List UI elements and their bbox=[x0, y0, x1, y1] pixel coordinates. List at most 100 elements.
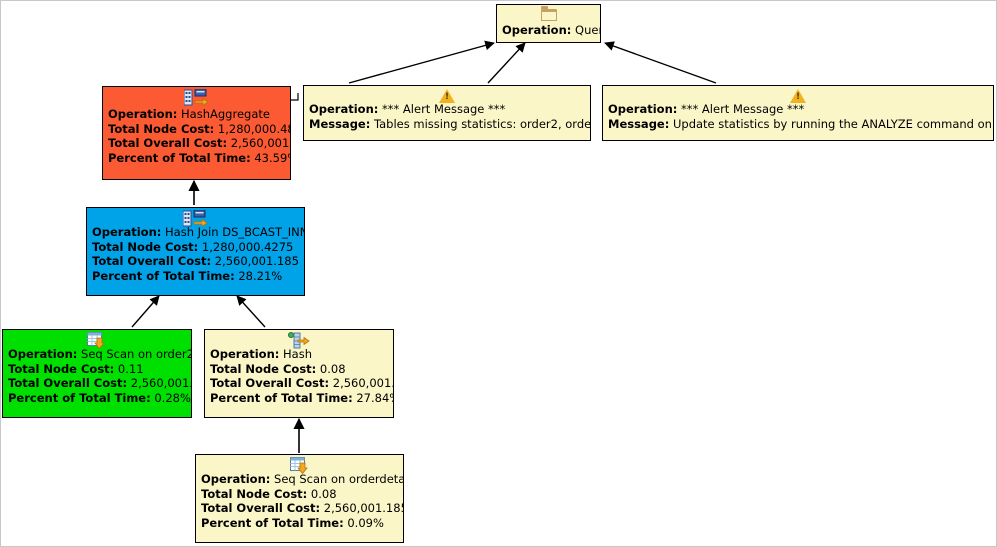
node-hash-aggregate-node-cost-row: Total Node Cost: 1,280,000.4875 bbox=[108, 122, 290, 137]
node-seq-scan-order2-icon-row bbox=[3, 330, 191, 350]
node-seq-scan-orderdetails1-percent-row: Percent of Total Time: 0.09% bbox=[201, 516, 398, 531]
edge-seqscan-order2-to-hashjoin bbox=[131, 295, 160, 328]
label-total-overall-cost: Total Overall Cost: bbox=[210, 376, 330, 390]
node-seq-scan-order2-percent-value: 0.28% bbox=[154, 390, 191, 405]
node-hash-join-operation-value: Hash Join DS_BCAST_INNER bbox=[165, 225, 304, 239]
label-total-node-cost: Total Node Cost: bbox=[8, 361, 115, 376]
node-hash-aggregate[interactable]: Operation: HashAggregate Total Node Cost… bbox=[102, 86, 291, 180]
node-seq-scan-orderdetails1-percent-value: 0.09% bbox=[347, 515, 384, 530]
label-total-node-cost: Total Node Cost: bbox=[201, 486, 308, 501]
edge-hash-to-hashjoin bbox=[236, 295, 266, 328]
node-hash-join-operation-row: Operation: Hash Join DS_BCAST_INNER bbox=[92, 225, 304, 240]
node-hash-join-overall-cost-row: Total Overall Cost: 2,560,001.185 bbox=[92, 254, 299, 269]
node-seq-scan-order2-overall-cost-row: Total Overall Cost: 2,560,001.185 bbox=[8, 376, 191, 391]
node-hash-join-percent-value: 28.21% bbox=[238, 268, 283, 283]
hash-icon bbox=[288, 332, 310, 350]
node-hash-join[interactable]: Operation: Hash Join DS_BCAST_INNER Tota… bbox=[86, 207, 305, 296]
node-hash-overall-cost-value: 2,560,001.185 bbox=[332, 376, 393, 390]
node-hash-join-overall-cost-value: 2,560,001.185 bbox=[214, 254, 299, 268]
label-operation: Operation: bbox=[502, 23, 572, 37]
node-alert-1-rows: Operation: *** Alert Message *** Message… bbox=[304, 102, 590, 135]
node-hash-aggregate-percent-value: 43.59% bbox=[254, 150, 290, 165]
node-seq-scan-order2-node-cost-row: Total Node Cost: 0.11 bbox=[8, 362, 186, 377]
node-alert-1-operation-value: *** Alert Message *** bbox=[382, 102, 506, 116]
table-scan-icon bbox=[87, 332, 107, 350]
node-hash-aggregate-overall-cost-value: 2,560,001.185 bbox=[230, 136, 290, 150]
label-total-overall-cost: Total Overall Cost: bbox=[201, 501, 321, 515]
node-query-icon-row bbox=[497, 5, 600, 23]
label-percent-of-total-time: Percent of Total Time: bbox=[210, 390, 353, 405]
label-operation: Operation: bbox=[108, 107, 178, 121]
label-percent-of-total-time: Percent of Total Time: bbox=[92, 268, 235, 283]
node-hash-node-cost-row: Total Node Cost: 0.08 bbox=[210, 362, 388, 377]
folder-icon bbox=[540, 6, 557, 21]
node-seq-scan-orderdetails1-rows: Operation: Seq Scan on orderdetails1 od … bbox=[196, 472, 403, 534]
table-scan-icon bbox=[289, 457, 310, 475]
edge-alert2-to-query-right bbox=[604, 41, 717, 84]
node-alert-2-icon-row bbox=[603, 86, 993, 103]
node-seq-scan-orderdetails1-overall-cost-value: 2,560,001.185 bbox=[323, 501, 404, 515]
node-hash-icon-row bbox=[205, 330, 393, 350]
node-hash-node-cost-value: 0.08 bbox=[319, 361, 346, 376]
edge-alert1-to-query-left bbox=[348, 40, 495, 84]
node-alert-1-icon-row bbox=[304, 86, 590, 103]
node-hash-join-node-cost-value: 1,280,000.4275 bbox=[201, 239, 294, 254]
node-seq-scan-orderdetails1-overall-cost-row: Total Overall Cost: 2,560,001.185 bbox=[201, 501, 403, 516]
label-percent-of-total-time: Percent of Total Time: bbox=[8, 390, 151, 405]
node-seq-scan-order2-percent-row: Percent of Total Time: 0.28% bbox=[8, 390, 191, 406]
warning-icon bbox=[790, 89, 806, 103]
node-alert-1-message-value: Tables missing statistics: order2, order… bbox=[373, 116, 591, 131]
label-total-overall-cost: Total Overall Cost: bbox=[92, 254, 212, 268]
node-alert-2-message-value: Update statistics by running the ANALYZE… bbox=[672, 116, 993, 131]
node-seq-scan-order2[interactable]: Operation: Seq Scan on order2 o Total No… bbox=[2, 329, 192, 418]
node-hash[interactable]: Operation: Hash Total Node Cost: 0.08 To… bbox=[204, 329, 394, 418]
label-message: Message: bbox=[608, 116, 670, 131]
node-alert-1[interactable]: Operation: *** Alert Message *** Message… bbox=[303, 85, 591, 141]
node-alert-2-operation-row: Operation: *** Alert Message *** bbox=[608, 102, 988, 117]
label-total-node-cost: Total Node Cost: bbox=[92, 239, 199, 254]
hash-join-icon bbox=[182, 210, 209, 228]
node-hash-operation-row: Operation: Hash bbox=[210, 347, 388, 362]
node-seq-scan-orderdetails1-operation-value: Seq Scan on orderdetails1 od bbox=[274, 472, 404, 486]
label-operation: Operation: bbox=[92, 225, 162, 239]
node-seq-scan-orderdetails1-icon-row bbox=[196, 455, 403, 475]
node-alert-2[interactable]: Operation: *** Alert Message *** Message… bbox=[602, 85, 994, 141]
node-hash-operation-value: Hash bbox=[283, 347, 313, 361]
node-alert-2-rows: Operation: *** Alert Message *** Message… bbox=[603, 102, 993, 135]
label-operation: Operation: bbox=[309, 102, 379, 116]
node-hash-aggregate-operation-row: Operation: HashAggregate bbox=[108, 107, 285, 122]
label-total-overall-cost: Total Overall Cost: bbox=[8, 376, 128, 390]
node-alert-2-message-row: Message: Update statistics by running th… bbox=[608, 116, 993, 132]
node-query[interactable]: Operation: Query bbox=[496, 4, 601, 43]
node-hash-aggregate-percent-row: Percent of Total Time: 43.59% bbox=[108, 150, 290, 166]
node-hash-aggregate-node-cost-value: 1,280,000.4875 bbox=[217, 121, 290, 136]
node-hash-join-percent-row: Percent of Total Time: 28.21% bbox=[92, 269, 299, 284]
node-hash-rows: Operation: Hash Total Node Cost: 0.08 To… bbox=[205, 347, 393, 409]
label-total-node-cost: Total Node Cost: bbox=[210, 361, 317, 376]
node-seq-scan-order2-overall-cost-value: 2,560,001.185 bbox=[130, 376, 191, 390]
node-hash-join-node-cost-row: Total Node Cost: 1,280,000.4275 bbox=[92, 240, 299, 255]
node-alert-1-operation-row: Operation: *** Alert Message *** bbox=[309, 102, 585, 117]
edge-alert1-to-query-center bbox=[487, 42, 526, 84]
node-query-rows: Operation: Query bbox=[497, 23, 600, 42]
node-hash-overall-cost-row: Total Overall Cost: 2,560,001.185 bbox=[210, 376, 393, 391]
node-seq-scan-order2-node-cost-value: 0.11 bbox=[117, 361, 144, 376]
node-hash-percent-row: Percent of Total Time: 27.84% bbox=[210, 390, 393, 406]
node-seq-scan-order2-operation-value: Seq Scan on order2 o bbox=[81, 347, 192, 361]
edge-hashaggregate-to-alert1 bbox=[291, 93, 299, 101]
label-operation: Operation: bbox=[201, 472, 271, 486]
node-seq-scan-orderdetails1-node-cost-row: Total Node Cost: 0.08 bbox=[201, 487, 398, 502]
label-operation: Operation: bbox=[608, 102, 678, 116]
node-alert-2-operation-value: *** Alert Message *** bbox=[681, 102, 805, 116]
node-hash-aggregate-operation-value: HashAggregate bbox=[181, 107, 270, 121]
label-percent-of-total-time: Percent of Total Time: bbox=[108, 150, 251, 165]
label-total-overall-cost: Total Overall Cost: bbox=[108, 136, 228, 150]
label-percent-of-total-time: Percent of Total Time: bbox=[201, 515, 344, 530]
node-hash-join-icon-row bbox=[87, 208, 304, 228]
node-seq-scan-order2-operation-row: Operation: Seq Scan on order2 o bbox=[8, 347, 191, 362]
node-hash-join-rows: Operation: Hash Join DS_BCAST_INNER Tota… bbox=[87, 225, 304, 287]
node-hash-percent-value: 27.84% bbox=[356, 390, 393, 405]
node-seq-scan-orderdetails1[interactable]: Operation: Seq Scan on orderdetails1 od … bbox=[195, 454, 404, 543]
label-message: Message: bbox=[309, 116, 371, 131]
